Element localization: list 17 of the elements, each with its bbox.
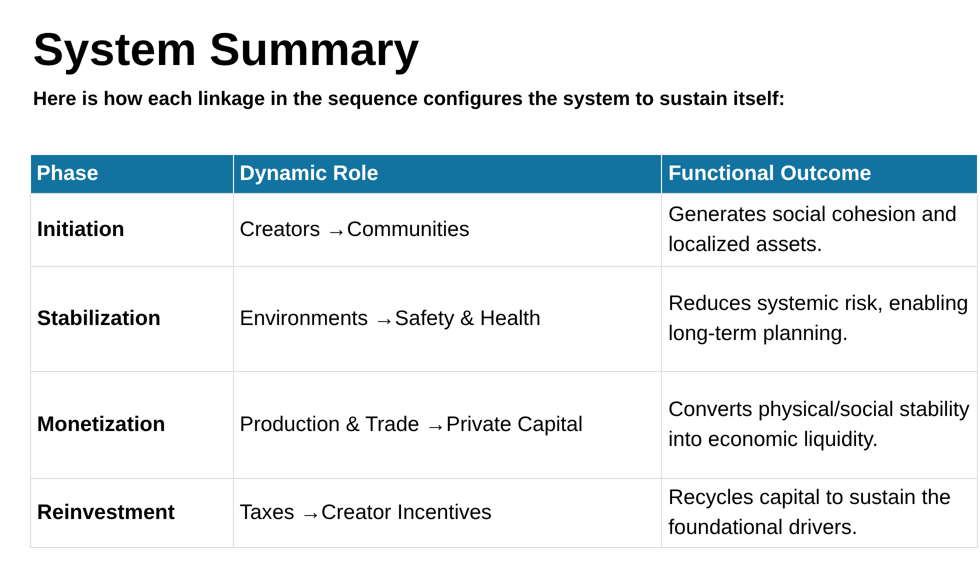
subtitle: Here is how each linkage in the sequence configures the system to sustain itself: bbox=[33, 88, 786, 111]
table-cell: Monetization bbox=[30, 372, 234, 478]
column-header: Functional Outcome bbox=[662, 155, 978, 194]
column-header: Phase bbox=[30, 155, 234, 194]
table-cell: Environments →Safety & Health bbox=[233, 266, 662, 372]
table-cell: Stabilization bbox=[30, 266, 234, 372]
table-cell: Reduces systemic risk, enabling long-term planning. bbox=[662, 266, 978, 372]
table-cell: Reinvestment bbox=[30, 478, 234, 548]
table-cell: Recycles capital to sustain the foundational drivers. bbox=[662, 478, 978, 548]
column-header: Dynamic Role bbox=[233, 155, 662, 194]
table-cell: Creators →Communities bbox=[233, 194, 662, 266]
table-cell: Generates social cohesion and localized assets. bbox=[662, 194, 978, 266]
table-cell: Converts physical/social stability into economic liquidity. bbox=[662, 372, 978, 478]
table-cell: Taxes →Creator Incentives bbox=[233, 478, 662, 548]
page-title: System Summary bbox=[33, 22, 420, 76]
table-cell: Initiation bbox=[30, 194, 234, 266]
table-cell: Production & Trade →Private Capital bbox=[233, 372, 662, 478]
